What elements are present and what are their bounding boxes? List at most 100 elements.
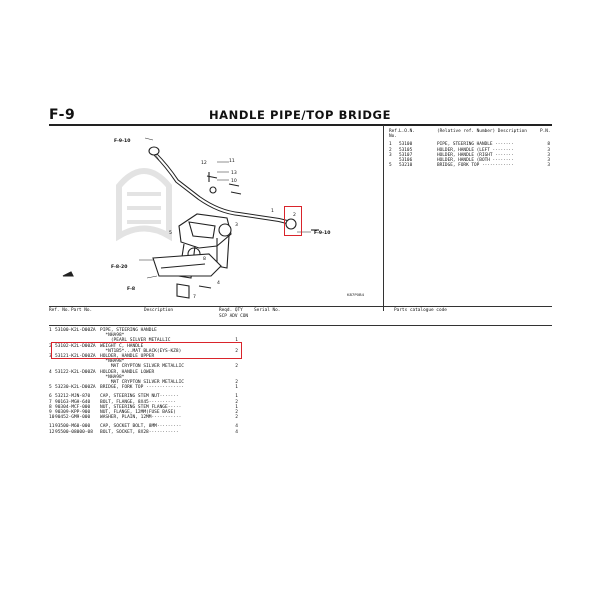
side-row-qty: 8 — [547, 142, 550, 148]
row-ref: 7 — [49, 399, 52, 405]
row-ref: 12 — [49, 429, 55, 435]
row-qty: 4 — [235, 429, 238, 435]
table-row[interactable]: *NHA98* — [49, 375, 289, 380]
side-table-header: Ref. No. L.O.N. (Relative ref. Number) D… — [389, 129, 552, 139]
right-bar-end-weight — [285, 218, 297, 230]
row-description: MAT CRYPTON SILVER METALLIC — [100, 380, 184, 386]
side-row-part: 53106 — [399, 158, 413, 164]
row-part-number: 93500-M60-000 — [55, 424, 91, 430]
side-row-part: 53105 — [399, 147, 413, 153]
callout-4: 4 — [217, 280, 220, 286]
ref-f-9-10-right[interactable]: F-9-10 — [314, 230, 330, 236]
main-header-part: Part No. — [71, 308, 93, 313]
row-qty: 2 — [235, 364, 238, 370]
row-ref: 11 — [49, 424, 55, 430]
vertical-divider — [383, 125, 384, 311]
callout-8: 8 — [203, 256, 206, 262]
left-bar-end-weight — [148, 146, 160, 156]
side-row-desc: HOLDER, HANDLE (BOTH ········ — [437, 158, 514, 164]
callout-5: 5 — [169, 230, 172, 236]
table-row[interactable]: *NHA98* — [49, 359, 289, 364]
main-header-ref: Ref. No. — [49, 308, 71, 313]
row-description: HOLDER, HANDLE LOWER — [100, 369, 155, 375]
page-title: HANDLE PIPE/TOP BRIDGE — [208, 108, 392, 122]
row-ref: 1 — [49, 328, 52, 333]
side-header-qty: P.N. — [540, 129, 551, 134]
row-description: NUT, FLANGE, 12MM(FUSE BASE) — [100, 410, 176, 416]
row-description: HOLDER, HANDLE UPPER — [100, 354, 155, 360]
row-qty: 2 — [235, 410, 238, 416]
row-description: (PEARL SILVER METALLIC — [100, 338, 171, 344]
row-description: WEIGHT C, HANDLE — [100, 343, 144, 349]
row-part-number: 90452-GM9-000 — [55, 415, 91, 421]
callout-13: 13 — [231, 170, 237, 176]
row-description: CAP, SOCKET BOLT, 8MM········· — [100, 424, 182, 430]
row-ref: 10 — [49, 415, 55, 421]
main-header-desc: Description — [144, 308, 174, 313]
row-ref: 9 — [49, 410, 52, 416]
side-row-qty: 3 — [547, 152, 550, 158]
row-description: BRIDGE, FORK TOP ·············· — [100, 385, 184, 391]
row-description: WASHER, PLAIN, 12MM··········· — [100, 415, 182, 421]
side-header-ref: Ref. No. — [389, 129, 400, 140]
row-description: *NHA98* — [100, 359, 125, 365]
side-row-ref: 2 — [389, 147, 392, 153]
side-header-part: L.O.N. — [399, 129, 415, 134]
ref-f-8[interactable]: F-8 — [127, 286, 135, 292]
row-qty: 4 — [235, 424, 238, 430]
callout-7: 7 — [193, 294, 196, 300]
callout-2: 2 — [293, 212, 296, 218]
row-description: *NHA98* — [100, 333, 125, 339]
row-ref: 3 — [49, 354, 52, 360]
highlight-callout-box — [284, 206, 302, 236]
callout-12: 12 — [201, 160, 207, 166]
side-row-qty: 3 — [547, 147, 550, 153]
table-row[interactable]: *NHA98* — [49, 333, 289, 338]
row-ref: 5 — [49, 385, 52, 391]
side-row-desc: PIPE, STEERING HANDLE ······· — [437, 142, 514, 148]
top-divider — [49, 124, 552, 126]
row-description: BOLT, SOCKET, 8X28··········· — [100, 429, 179, 435]
main-header-serial: Serial No. — [254, 308, 281, 313]
row-qty: 1 — [235, 394, 238, 400]
row-part-number: 90163-MGH-640 — [55, 399, 91, 405]
side-row-desc: BRIDGE, FORK TOP ············ — [437, 163, 514, 169]
row-part-number: 53230-K2L-D00ZA — [55, 385, 96, 391]
table-row[interactable]: *NT1B5*...MAT BLACK(EYS-KZ8)2 — [49, 349, 289, 354]
highlight-row-box — [51, 342, 242, 359]
row-part-number: 53102-K2L-D00ZA — [55, 343, 96, 349]
main-header-qty: Reqd. QTY — [219, 308, 243, 313]
ref-f-8-20[interactable]: F-8-20 — [111, 264, 127, 270]
row-description: NUT, STEERING STEM FLANGE····· — [100, 404, 182, 410]
row-ref: 6 — [49, 394, 52, 400]
row-qty: 2 — [235, 415, 238, 421]
side-row-ref: 1 — [389, 142, 392, 148]
handle-pipe — [153, 152, 288, 224]
row-part-number: 53212-MJN-870 — [55, 394, 91, 400]
row-description: PIPE, STEERING HANDLE — [100, 328, 157, 333]
side-row-desc: HOLDER, HANDLE (RIGHT ······· — [437, 152, 514, 158]
ref-f-9-10-upper[interactable]: F-9-10 — [114, 138, 130, 144]
